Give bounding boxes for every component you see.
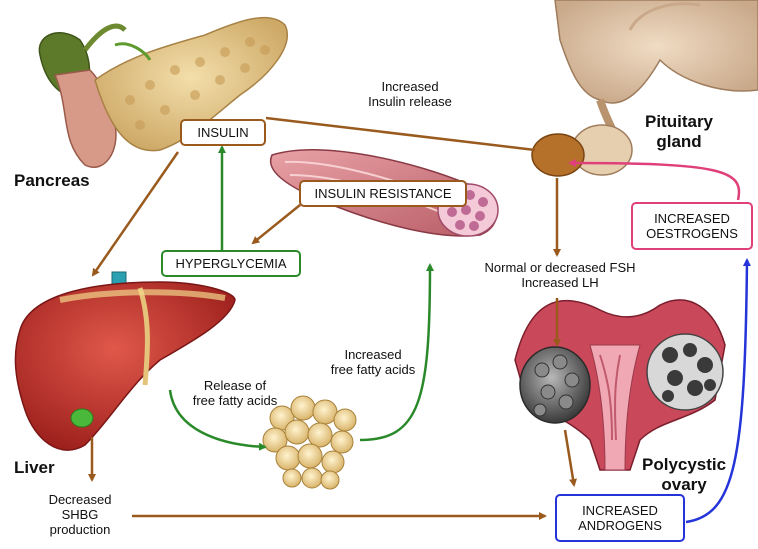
ovary-label: Polycystic ovary [642, 455, 726, 495]
fsh-lh-label: Normal or decreased FSH Increased LH [475, 260, 645, 290]
hyperglycemia-box: HYPERGLYCEMIA [161, 250, 301, 277]
increased-androgens-box: INCREASED ANDROGENS [555, 494, 685, 542]
insulin-release-label: Increased Insulin release [355, 79, 465, 109]
pancreas-label: Pancreas [14, 171, 90, 191]
insulin-box: INSULIN [180, 119, 266, 146]
shbg-label: Decreased SHBG production [30, 492, 130, 537]
insulin-resistance-box: INSULIN RESISTANCE [299, 180, 467, 207]
arrow-insulin-to-pituitary [266, 118, 535, 150]
increased-oestrogens-box: INCREASED OESTROGENS [631, 202, 753, 250]
ovary-illustration [515, 300, 725, 470]
fat-cells-illustration [263, 396, 356, 489]
liver-illustration [15, 272, 235, 450]
release-ffa-label: Release of free fatty acids [180, 378, 290, 408]
increased-ffa-label: Increased free fatty acids [318, 347, 428, 377]
arrow-resistance-to-hyperglycemia [253, 205, 300, 243]
liver-label: Liver [14, 458, 55, 478]
arrow-ovary-to-androgens [565, 430, 574, 485]
pituitary-label: Pituitary gland [645, 112, 713, 152]
